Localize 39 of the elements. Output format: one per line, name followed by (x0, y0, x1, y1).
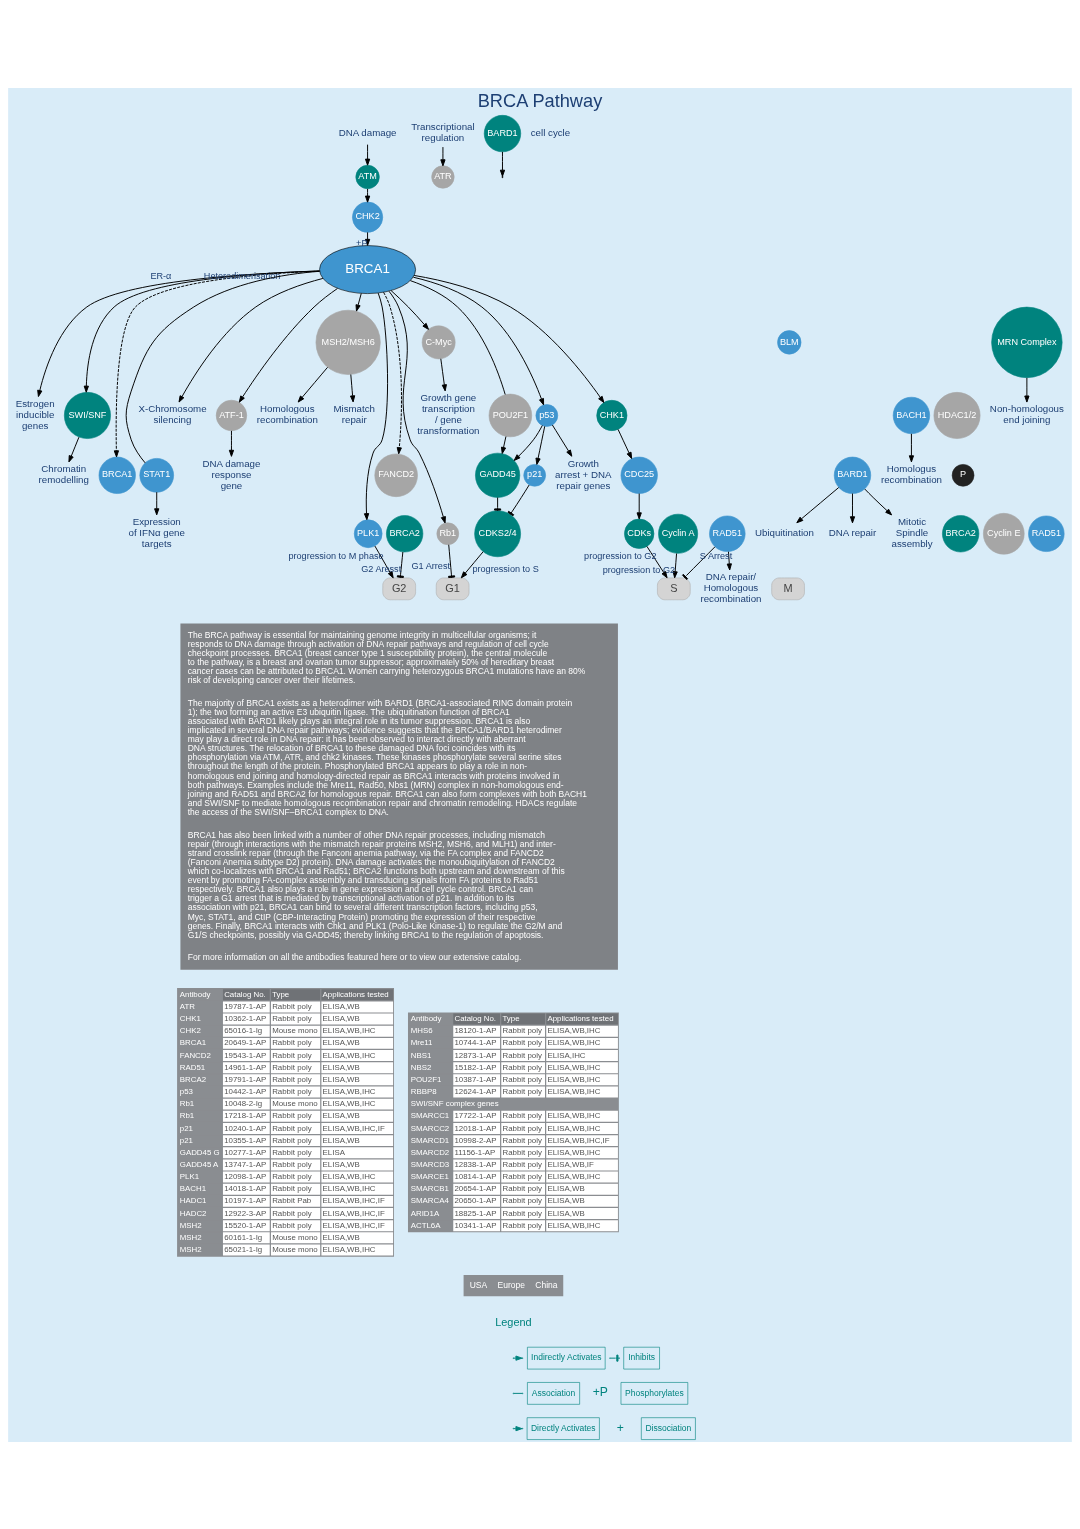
label: For more information on all the antibodies featured here or to view our extensive catalog. (187, 951, 522, 962)
label: The BRCA pathway is essential for maintaining genome integrity in multicellular organisms; it responds to DNA damage through activation of DNA repair pathways and regulation of cell cycle checkpoint processes. BRCA1 (breast cancer type 1 susceptibility protein), the central molecule to the pathway, is a breast and ovarian tumor suppressor; approximately 50% of hereditary breast cancer cases can be attributed to BRCA1. Women carrying heterozygous BRCA1 mutations have an 80% risk of developing cancer over their lifetimes. (187, 629, 586, 685)
legend-label: Association (531, 1387, 576, 1398)
node-text: Estrogen inducible genes (15, 397, 55, 431)
node-text: Homologous recombination (256, 402, 318, 425)
legend-label: Dissociation (645, 1422, 692, 1433)
label: USA (469, 1279, 488, 1290)
node-text: Transcriptional regulation (411, 120, 475, 143)
legend-label: Directly Activates (530, 1422, 596, 1433)
legend-label: Inhibits (628, 1351, 656, 1362)
legend-label: Indirectly Activates (531, 1351, 602, 1362)
edge-label: progression to S (472, 563, 539, 574)
label: + (616, 1420, 624, 1435)
node-text: cell cycle (530, 126, 571, 138)
node-text: Growth arrest + DNA repair genes (555, 457, 612, 491)
label: Legend (495, 1315, 532, 1328)
label: BRCA1 has also been linked with a number of other DNA repair processes, including mismatch repair (through interactions with the mismatch repair proteins MSH2, MSH6, and MLH1) and inter-strand crosslink repair (through the Fanconi anemia pathway, via the FA complex and FANCD2 (Fanconi Anemia subtype D2) protein). DNA damage activates the monoubiquitylation of FANCD2 which co-localizes with BRCA1 and Rad51; BRCA2 functions both upstream and downstream of this event by promoting FA-complex assembly and transducing signals from FA proteins to Rad51 respectively. BRCA1 also plays a role in gene expression and cell cycle control. BRCA1 can trigger a G1 arrest that is mediated by transcriptional activation of p21. In addition to its association with p21, BRCA1 can bind to several different transcription factors, including p53, Myc, STAT1, and CtIP (CBP-Interacting Protein) promoting the expression of their respective genes. Finally, BRCA1 interacts with Chk1 and PLK1 (Polo-Like Kinase-1) to regulate the G2/M and G1/S checkpoints, possibly via GADD45; thereby linking BRCA1 to the regulation of apoptosis. (187, 829, 565, 940)
node-text: DNA repair/ Homologous recombination (700, 570, 762, 604)
diagram-title: BRCA Pathway (477, 90, 603, 111)
edge-label: progression to G2 (602, 564, 676, 575)
node-text: Growth gene transcription / gene transformation (417, 391, 480, 436)
node-text: Non-homologous end joining (989, 402, 1064, 425)
node-text: Ubiquitination (754, 526, 814, 538)
node-text: Mitotic Spindle assembly (891, 515, 933, 549)
edge-label: ER-α (150, 270, 172, 281)
node-text: DNA damage response gene (202, 457, 261, 491)
node-text: DNA damage (338, 126, 397, 138)
label: The majority of BRCA1 exists as a heterodimer with BARD1 (BRCA1-associated RING domain protein 1); the two forming an active E3 ubiquitin ligase. The ubiquitination function of BRCA1 associated with BARD1 likely plays an integral role in its tumor suppression. BRCA1 is also implicated in several DNA repair pathways; evidence suggests that the BRCA1/BARD1 heterodimer may play a direct role in DNA repair: it has been observed to interact directly with aberrant DNA structures. The relocation of BRCA1 to these damaged DNA foci coincides with its phosphorylation via ATM, ATR, and chk2 kinases. These kinases phosphorylate several serine sites throughout the length of the protein. Phosphorylated BRCA1 appears to play a role in non-homologous end joining and homology-directed repair as BRCA1 interacts with proteins involved in both pathways. Examples include the Mre11, Rad50, Nbs1 (MRN) complex in non-homologous end-joining and RAD51 and BRCA2 for homologous repair. BRCA1 can also form complexes with both BACH1 and SWI/SNF to mediate homologous recombination repair and chromatin remodeling. HDACs regulate the access of the SWI/SNF–BRCA1 complex to DNA. (187, 697, 587, 817)
label: China (535, 1279, 558, 1290)
node-text: DNA repair (828, 526, 877, 538)
legend-label: Phosphorylates (625, 1387, 684, 1398)
node-text: Expression of IFNα gene targets (128, 515, 185, 549)
node-text: Mismatch repair (333, 402, 376, 425)
edge-label: G1 Arrest (411, 560, 451, 571)
node-text: Chromatin remodelling (38, 462, 89, 485)
label: +P (592, 1384, 608, 1399)
node-text: Homologus recombination (880, 462, 942, 485)
node-text: X-Chromosome silencing (138, 402, 207, 425)
label: Europe (497, 1279, 526, 1290)
